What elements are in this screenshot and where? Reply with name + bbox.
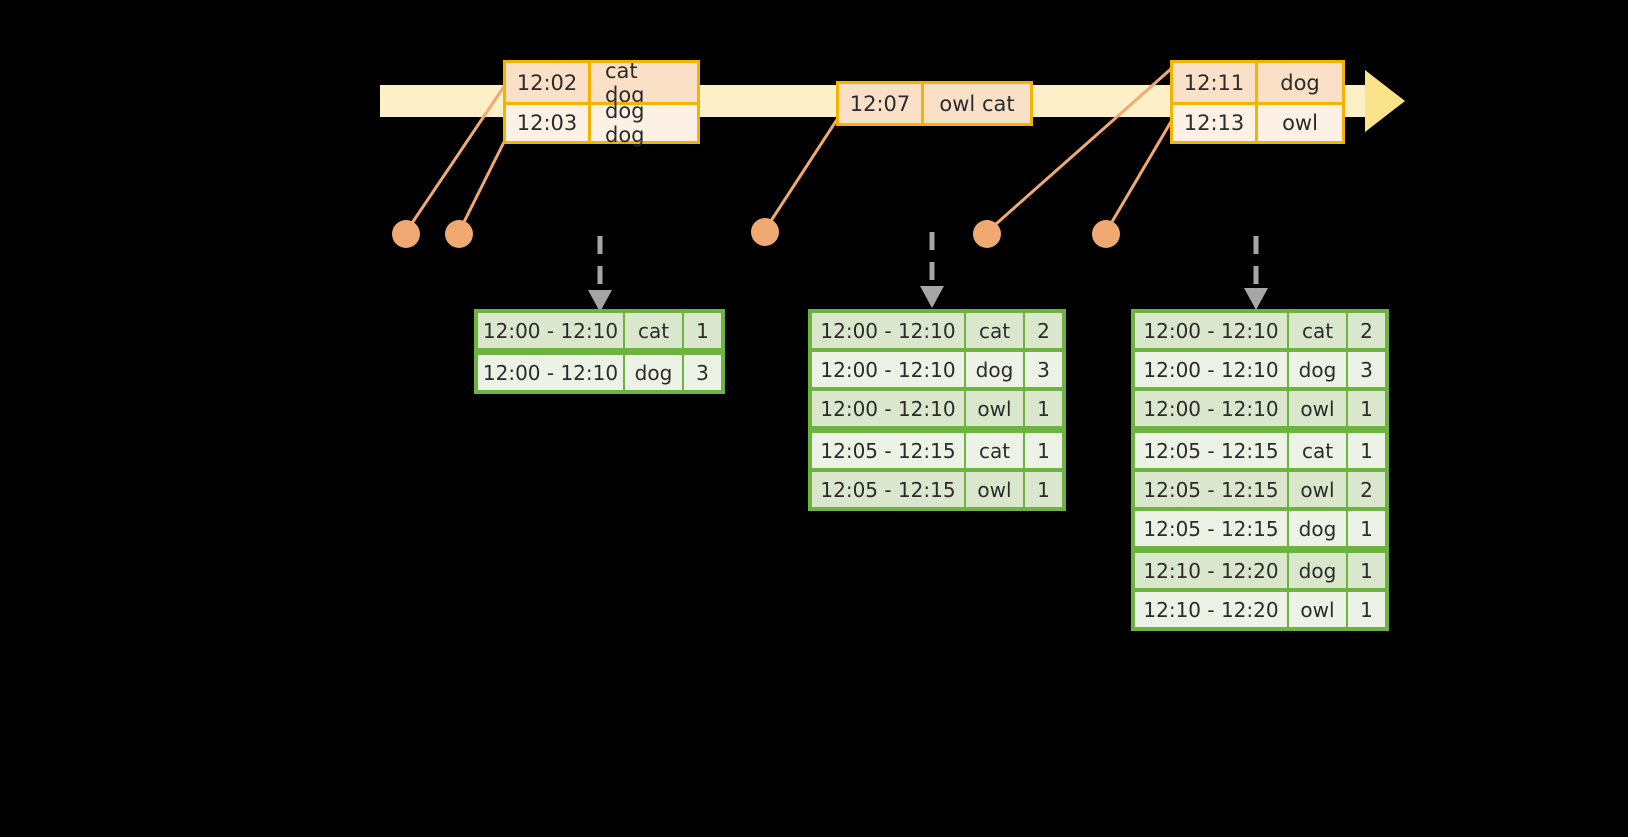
table-row: 12:00 - 12:10 cat 1 bbox=[478, 313, 721, 348]
cell-window: 12:05 - 12:15 bbox=[812, 433, 964, 468]
cell-window: 12:10 - 12:20 bbox=[1135, 592, 1287, 627]
cell-window: 12:00 - 12:10 bbox=[478, 355, 623, 390]
event-box-3: 12:11 dog 12:13 owl bbox=[1170, 60, 1345, 144]
event-marker-dot-5 bbox=[1092, 220, 1120, 248]
event-words: dog dog bbox=[605, 99, 645, 147]
cell-word: cat bbox=[966, 433, 1023, 468]
cell-word: owl bbox=[966, 472, 1023, 507]
cell-window: 12:00 - 12:10 bbox=[1135, 313, 1287, 348]
cell-word: owl bbox=[1289, 391, 1346, 426]
event-words: dog bbox=[1280, 70, 1320, 95]
table-row: 12:00 - 12:10 dog 3 bbox=[1135, 352, 1385, 387]
cell-window: 12:05 - 12:15 bbox=[1135, 511, 1287, 546]
event-row: 12:07 owl cat bbox=[839, 84, 1030, 123]
table-row: 12:05 - 12:15 owl 1 bbox=[812, 472, 1062, 507]
cell-window: 12:05 - 12:15 bbox=[1135, 433, 1287, 468]
event-row: 12:02 cat dog bbox=[506, 58, 697, 107]
event-time: 12:03 bbox=[506, 105, 591, 141]
cell-word: cat bbox=[625, 313, 682, 348]
event-words: owl bbox=[1282, 111, 1318, 135]
table-row: 12:00 - 12:10 dog 3 bbox=[478, 355, 721, 390]
event-time: 12:13 bbox=[1173, 105, 1258, 141]
event-marker-dot-3 bbox=[751, 218, 779, 246]
event-time: 12:02 bbox=[506, 63, 591, 102]
event-words: owl cat bbox=[939, 91, 1015, 116]
event-marker-dot-1 bbox=[392, 220, 420, 248]
cell-word: cat bbox=[1289, 313, 1346, 348]
cell-window: 12:00 - 12:10 bbox=[1135, 352, 1287, 387]
cell-count: 3 bbox=[684, 355, 721, 390]
table-row: 12:05 - 12:15 cat 1 bbox=[812, 433, 1062, 468]
table-row: 12:00 - 12:10 cat 2 bbox=[1135, 313, 1385, 348]
table-row: 12:00 - 12:10 owl 1 bbox=[1135, 391, 1385, 426]
cell-count: 1 bbox=[684, 313, 721, 348]
cell-count: 1 bbox=[1348, 433, 1385, 468]
event-marker-dot-4 bbox=[973, 220, 1001, 248]
table-row: 12:00 - 12:10 dog 3 bbox=[812, 352, 1062, 387]
cell-word: dog bbox=[966, 352, 1023, 387]
cell-word: owl bbox=[966, 391, 1023, 426]
cell-window: 12:05 - 12:15 bbox=[1135, 472, 1287, 507]
cell-word: dog bbox=[1289, 511, 1346, 546]
event-time: 12:07 bbox=[839, 84, 924, 123]
cell-window: 12:05 - 12:15 bbox=[812, 472, 964, 507]
cell-window: 12:00 - 12:10 bbox=[812, 313, 964, 348]
event-time: 12:11 bbox=[1173, 63, 1258, 102]
event-marker-dot-2 bbox=[445, 220, 473, 248]
result-table-1: 12:00 - 12:10 cat 1 12:00 - 12:10 dog 3 bbox=[474, 309, 725, 394]
cell-count: 3 bbox=[1025, 352, 1062, 387]
cell-word: owl bbox=[1289, 592, 1346, 627]
cell-count: 2 bbox=[1348, 472, 1385, 507]
event-box-1: 12:02 cat dog 12:03 dog dog bbox=[503, 58, 700, 147]
table-row: 12:05 - 12:15 cat 1 bbox=[1135, 433, 1385, 468]
connector-line-5 bbox=[1104, 118, 1174, 234]
cell-count: 3 bbox=[1348, 352, 1385, 387]
cell-count: 1 bbox=[1025, 472, 1062, 507]
event-words: cat dog bbox=[605, 58, 645, 107]
connector-line-3 bbox=[763, 116, 840, 232]
table-row: 12:00 - 12:10 cat 2 bbox=[812, 313, 1062, 348]
connector-line-2 bbox=[457, 138, 507, 234]
table-row: 12:10 - 12:20 dog 1 bbox=[1135, 553, 1385, 588]
event-row: 12:03 dog dog bbox=[506, 99, 697, 147]
cell-window: 12:00 - 12:10 bbox=[478, 313, 623, 348]
cell-window: 12:10 - 12:20 bbox=[1135, 553, 1287, 588]
cell-word: dog bbox=[625, 355, 682, 390]
cell-count: 1 bbox=[1348, 511, 1385, 546]
dashed-arrowhead-3 bbox=[1244, 288, 1268, 310]
cell-count: 1 bbox=[1025, 391, 1062, 426]
cell-word: cat bbox=[966, 313, 1023, 348]
dashed-arrowhead-2 bbox=[920, 286, 944, 308]
result-table-2: 12:00 - 12:10 cat 2 12:00 - 12:10 dog 3 … bbox=[808, 309, 1066, 511]
event-row: 12:11 dog bbox=[1173, 63, 1342, 102]
cell-count: 2 bbox=[1348, 313, 1385, 348]
table-row: 12:05 - 12:15 owl 2 bbox=[1135, 472, 1385, 507]
connector-line-1 bbox=[404, 83, 507, 234]
cell-count: 1 bbox=[1348, 592, 1385, 627]
cell-word: dog bbox=[1289, 553, 1346, 588]
table-row: 12:10 - 12:20 owl 1 bbox=[1135, 592, 1385, 627]
table-row: 12:05 - 12:15 dog 1 bbox=[1135, 511, 1385, 546]
event-box-2: 12:07 owl cat bbox=[836, 81, 1033, 126]
event-row: 12:13 owl bbox=[1173, 102, 1342, 141]
cell-window: 12:00 - 12:10 bbox=[812, 391, 964, 426]
result-table-3: 12:00 - 12:10 cat 2 12:00 - 12:10 dog 3 … bbox=[1131, 309, 1389, 631]
cell-window: 12:00 - 12:10 bbox=[812, 352, 964, 387]
table-row: 12:00 - 12:10 owl 1 bbox=[812, 391, 1062, 426]
cell-word: dog bbox=[1289, 352, 1346, 387]
cell-count: 2 bbox=[1025, 313, 1062, 348]
cell-count: 1 bbox=[1348, 553, 1385, 588]
timeline-arrowhead bbox=[1365, 70, 1405, 132]
cell-count: 1 bbox=[1348, 391, 1385, 426]
cell-word: owl bbox=[1289, 472, 1346, 507]
cell-window: 12:00 - 12:10 bbox=[1135, 391, 1287, 426]
cell-word: cat bbox=[1289, 433, 1346, 468]
cell-count: 1 bbox=[1025, 433, 1062, 468]
